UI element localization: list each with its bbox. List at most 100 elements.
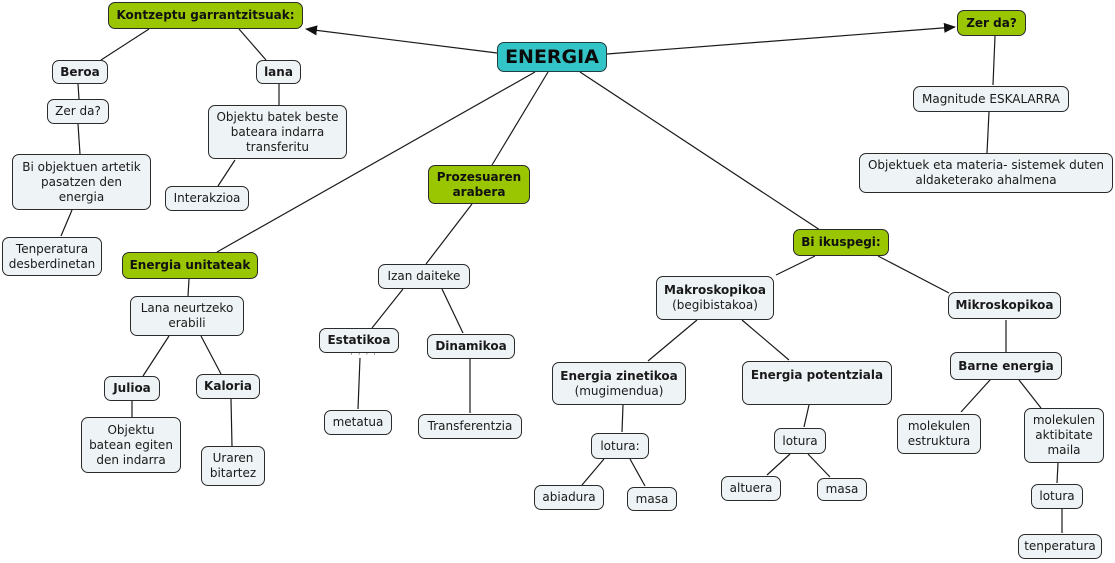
node-kontzeptu-label: Kontzeptu garrantzitsuak: <box>116 8 295 22</box>
link-energia-zerda <box>606 22 956 55</box>
node-energia-unitateak-label: Energia unitateak <box>129 258 251 272</box>
node-objektu-batek[interactable]: Objektu batek beste bateara indarra tran… <box>208 105 347 159</box>
node-objektuek[interactable]: Objektuek eta materia- sistemek duten al… <box>859 153 1113 193</box>
node-makroskopikoa-label: Makroskopikoa <box>664 283 766 297</box>
node-zer-da-left[interactable]: Zer da? <box>47 99 109 124</box>
node-julioa[interactable]: Julioa <box>104 376 160 401</box>
node-objektu-batek-label: Objektu batek beste bateara indarra tran… <box>216 109 339 154</box>
node-energia-label: ENERGIA <box>505 45 599 68</box>
node-abiadura[interactable]: abiadura <box>534 485 604 510</box>
link-kaloria-uraren <box>230 398 233 447</box>
link-potentziala-lotura <box>803 404 810 428</box>
link-biikuspegi-mikro <box>877 255 950 294</box>
node-zer-da-right-label: Zer da? <box>966 15 1017 30</box>
link-lotura-abiadura <box>581 458 605 486</box>
node-barne-energia[interactable]: Barne energia <box>950 352 1062 380</box>
node-lotura-potentziala-label: lotura <box>782 433 818 448</box>
node-molekulen-aktibitate[interactable]: molekulen aktibitate maila <box>1024 408 1104 463</box>
link-energia-unitateak <box>216 71 536 253</box>
node-lotura-potentziala[interactable]: lotura <box>774 428 826 454</box>
node-interakzioa[interactable]: Interakzioa <box>165 186 249 211</box>
node-energia-zinetikoa[interactable]: Energia zinetikoa (mugimendua) <box>552 362 686 405</box>
node-bi-ikuspegi[interactable]: Bi ikuspegi: <box>793 229 889 256</box>
node-abiadura-label: abiadura <box>542 490 596 504</box>
node-zer-da-right[interactable]: Zer da? <box>957 10 1026 36</box>
node-altuera-label: altuera <box>729 481 773 495</box>
node-transferentzia[interactable]: Transferentzia <box>418 414 522 439</box>
node-julioa-label: Julioa <box>113 381 151 395</box>
node-energia-unitateak[interactable]: Energia unitateak <box>122 252 258 279</box>
node-estatikoa[interactable]: Estatikoa <box>319 328 399 353</box>
node-makroskopikoa[interactable]: Makroskopikoa (begibistakoa) <box>656 276 774 320</box>
node-bi-objektuen[interactable]: Bi objektuen artetik pasatzen den energi… <box>12 154 151 210</box>
node-tenperatura-mikroskopikoa[interactable]: tenperatura <box>1018 534 1102 559</box>
node-molekulen-estruktura[interactable]: molekulen estruktura <box>897 414 981 454</box>
link-aktibitate-lotura <box>1056 462 1059 484</box>
node-objektu-batean[interactable]: Objektu batean egiten den indarra <box>81 417 181 473</box>
node-lotura-zinetikoa-label: lotura: <box>600 438 640 453</box>
node-kaloria[interactable]: Kaloria <box>196 374 260 399</box>
node-zer-da-left-label: Zer da? <box>55 104 101 118</box>
node-energia-potentziala[interactable]: Energia potentziala <box>742 361 892 405</box>
node-uraren-bitartez[interactable]: Uraren bitartez <box>201 446 265 486</box>
node-tenperatura-label: Tenperatura desberdinetan <box>8 241 96 271</box>
node-lana-label: lana <box>264 64 293 79</box>
node-beroa-label: Beroa <box>60 64 100 79</box>
node-barne-energia-label: Barne energia <box>958 358 1054 373</box>
node-estatikoa-label: Estatikoa <box>327 333 391 347</box>
node-energia-zinetikoa-sub: (mugimendua) <box>574 383 664 398</box>
node-tenperatura-desberdinetan[interactable]: Tenperatura desberdinetan <box>2 237 102 276</box>
link-objektu-interakzioa <box>217 159 236 187</box>
node-beroa[interactable]: Beroa <box>52 60 108 84</box>
node-masa-potentziala-label: masa <box>825 482 859 496</box>
link-bi-tenperatura <box>60 209 73 237</box>
node-interakzioa-label: Interakzioa <box>173 191 241 205</box>
node-masa-zinetikoa-label: masa <box>635 491 669 506</box>
node-lana-neurtzeko[interactable]: Lana neurtzeko erabili <box>130 296 244 336</box>
link-energia-prozesuaren <box>491 71 549 166</box>
node-metatua[interactable]: metatua <box>324 410 392 435</box>
node-molekulen-estruktura-label: molekulen estruktura <box>907 419 971 448</box>
node-energia-zinetikoa-label: Energia zinetikoa <box>560 368 678 383</box>
node-tenperatura-mikroskopikoa-label: tenperatura <box>1024 539 1096 553</box>
link-beroa-zerda <box>77 83 80 100</box>
link-estatikoa-metatua <box>357 357 361 410</box>
link-izan-estatikoa <box>371 288 404 329</box>
node-dinamikoa-label: Dinamikoa <box>435 339 507 353</box>
node-prozesuaren-arabera[interactable]: Prozesuaren arabera <box>428 165 530 204</box>
node-masa-potentziala[interactable]: masa <box>817 478 867 501</box>
link-loturapot-altuera <box>766 453 791 476</box>
link-zerda-magnitude <box>992 35 996 86</box>
node-izan-daiteke-label: Izan daiteke <box>387 269 461 283</box>
node-energia-potentziala-label: Energia potentziala <box>750 368 884 382</box>
link-energia-kontzeptu <box>305 25 498 54</box>
link-lotura-masa <box>629 458 646 487</box>
node-magnitude-eskalarra[interactable]: Magnitude ESKALARRA <box>913 86 1069 112</box>
node-lotura-mikroskopikoa[interactable]: lotura <box>1031 484 1083 509</box>
node-izan-daiteke[interactable]: Izan daiteke <box>378 264 470 289</box>
node-mikroskopikoa-label: Mikroskopikoa <box>955 298 1054 312</box>
node-mikroskopikoa[interactable]: Mikroskopikoa <box>948 292 1061 319</box>
node-makroskopikoa-sub: (begibistakoa) <box>672 298 758 312</box>
link-barne-estruktura <box>960 379 991 413</box>
node-masa-zinetikoa[interactable]: masa <box>627 487 677 511</box>
link-lana-kaloria <box>200 335 222 375</box>
node-dinamikoa[interactable]: Dinamikoa <box>427 334 515 359</box>
node-objektu-batean-label: Objektu batean egiten den indarra <box>89 422 173 467</box>
node-objektuek-label: Objektuek eta materia- sistemek duten al… <box>867 158 1104 187</box>
link-prozesuaren-izan <box>425 203 473 265</box>
node-lotura-zinetikoa[interactable]: lotura: <box>591 433 649 459</box>
node-lana-neurtzeko-label: Lana neurtzeko erabili <box>140 301 234 330</box>
node-transferentzia-label: Transferentzia <box>427 419 513 433</box>
node-energia[interactable]: ENERGIA <box>497 42 607 72</box>
link-magnitude-objektuek <box>986 111 990 154</box>
node-kontzeptu-garrantzitsuak[interactable]: Kontzeptu garrantzitsuak: <box>108 2 303 29</box>
link-zinetikoa-lotura <box>621 404 624 433</box>
node-prozesuaren-label: Prozesuaren arabera <box>436 169 522 199</box>
node-molekulen-aktibitate-label: molekulen aktibitate maila <box>1032 413 1096 457</box>
node-kaloria-label: Kaloria <box>204 379 252 393</box>
link-kontzeptu-beroa <box>100 28 150 61</box>
node-lana[interactable]: lana <box>256 60 301 84</box>
node-altuera[interactable]: altuera <box>721 476 781 501</box>
